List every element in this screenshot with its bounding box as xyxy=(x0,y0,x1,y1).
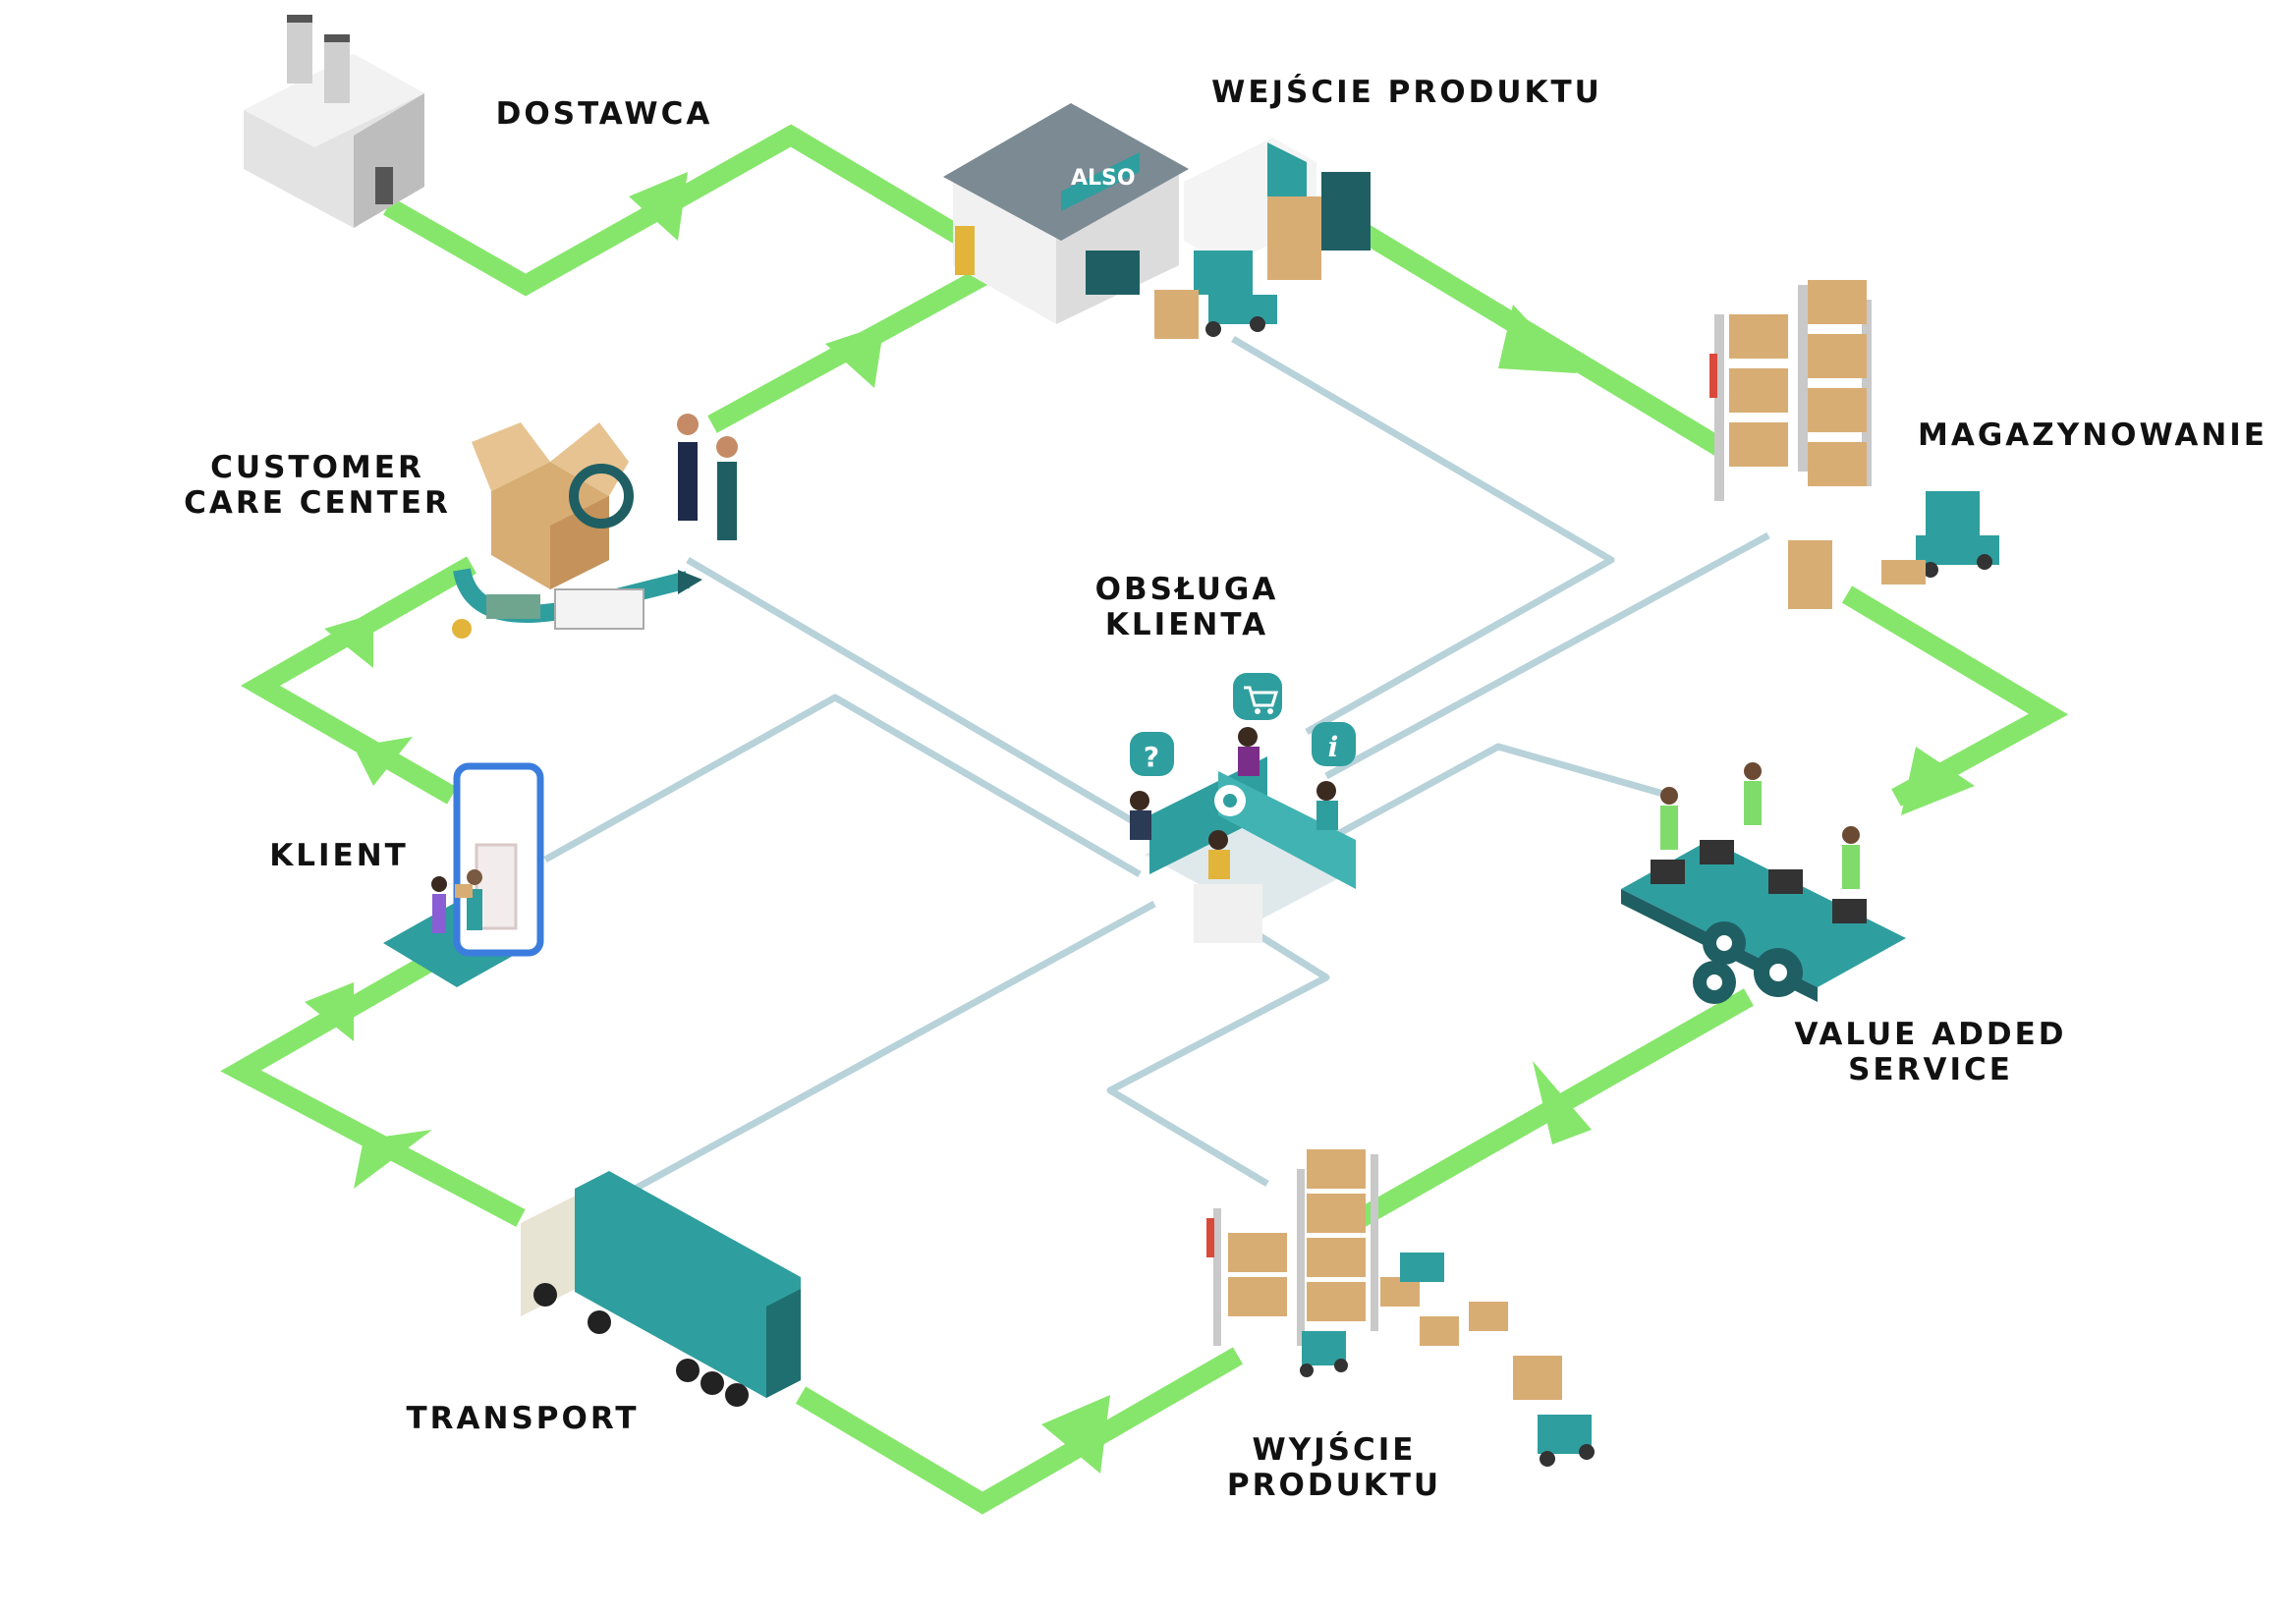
agent-icon xyxy=(1130,791,1151,840)
smartphone-delivery-icon xyxy=(383,762,544,987)
agent-icon xyxy=(1316,781,1338,830)
arrow-down-icon xyxy=(1533,1061,1592,1144)
connector-klient-hub xyxy=(543,694,1142,878)
arrow-up-icon xyxy=(354,737,413,786)
outbound-rack-icon xyxy=(1206,1149,1595,1467)
label-customer-care-center: CUSTOMER CARE CENTER xyxy=(184,450,451,521)
connector-wejscie-hub xyxy=(1231,335,1615,736)
label-transport: TRANSPORT xyxy=(406,1401,640,1436)
label-value-added-service: VALUE ADDED SERVICE xyxy=(1794,1017,2066,1087)
worker-icon xyxy=(1660,787,1678,850)
worker-icon xyxy=(1842,826,1860,889)
connector-lines xyxy=(543,335,1770,1212)
flow-arrowheads xyxy=(305,172,1975,1474)
label-line: PRODUKTU xyxy=(1226,1468,1442,1503)
flow-wyjscie-transport xyxy=(795,1347,1243,1515)
label-wyjscie-produktu: WYJŚCIE PRODUKTU xyxy=(1227,1432,1441,1503)
agent-icon xyxy=(1208,830,1230,879)
label-line: OBSŁUGA xyxy=(1094,572,1279,607)
conveyor-belt-icon xyxy=(1621,762,1906,1004)
warehouse-icon: ALSO xyxy=(943,103,1371,339)
label-line: CARE CENTER xyxy=(184,485,451,521)
label-klient: KLIENT xyxy=(269,838,409,873)
person-icon xyxy=(431,876,447,933)
call-center-icon: ? i xyxy=(1130,673,1356,943)
connector-wyjscie-hub xyxy=(1106,925,1330,1188)
label-line: CUSTOMER xyxy=(210,450,424,485)
cart-bubble-icon xyxy=(1233,673,1282,720)
question-bubble-icon: ? xyxy=(1130,732,1174,776)
arrow-up-icon xyxy=(354,1130,432,1189)
connector-magazyn-hub xyxy=(1324,531,1770,780)
arrow-right-icon xyxy=(629,172,688,241)
manager-icon xyxy=(677,414,699,521)
label-line: WYJŚCIE xyxy=(1252,1432,1417,1468)
flow-magazyn-vas xyxy=(1841,585,2069,807)
flow-transport-klient xyxy=(220,952,526,1227)
label-wejscie-produktu: WEJŚCIE PRODUKTU xyxy=(1211,75,1602,110)
arrow-right-icon xyxy=(825,324,884,388)
courier-icon xyxy=(455,869,482,930)
storage-rack-icon xyxy=(1709,280,1999,609)
connector-transport-hub xyxy=(597,900,1156,1212)
employee-icon xyxy=(716,436,738,540)
agent-icon xyxy=(1238,727,1260,776)
factory-icon xyxy=(244,15,424,228)
label-line: SERVICE xyxy=(1848,1052,2013,1087)
settings-gear-icon xyxy=(1214,785,1246,816)
arrow-right-icon xyxy=(1498,305,1577,373)
label-line: KLIENTA xyxy=(1104,607,1269,642)
label-line: VALUE ADDED xyxy=(1794,1017,2067,1052)
label-obsluga-klienta: OBSŁUGA KLIENTA xyxy=(1095,572,1279,642)
truck-icon xyxy=(521,1171,801,1407)
arrow-left-icon xyxy=(1041,1395,1110,1474)
info-bubble-icon: i xyxy=(1312,722,1356,766)
svg-text:i: i xyxy=(1328,731,1339,763)
svg-text:?: ? xyxy=(1144,741,1159,773)
label-magazynowanie: MAGAZYNOWANIE xyxy=(1918,418,2268,453)
return-box-icon xyxy=(452,414,738,639)
connector-vas-hub xyxy=(1334,743,1671,839)
connector-ccc-hub xyxy=(686,556,1142,829)
arrow-down-icon xyxy=(1901,747,1975,815)
label-dostawca: DOSTAWCA xyxy=(495,96,713,132)
arrow-up-icon xyxy=(305,982,354,1041)
worker-icon xyxy=(1744,762,1762,825)
arrow-up-icon xyxy=(324,614,373,668)
brand-logo-text: ALSO xyxy=(1071,166,1136,191)
